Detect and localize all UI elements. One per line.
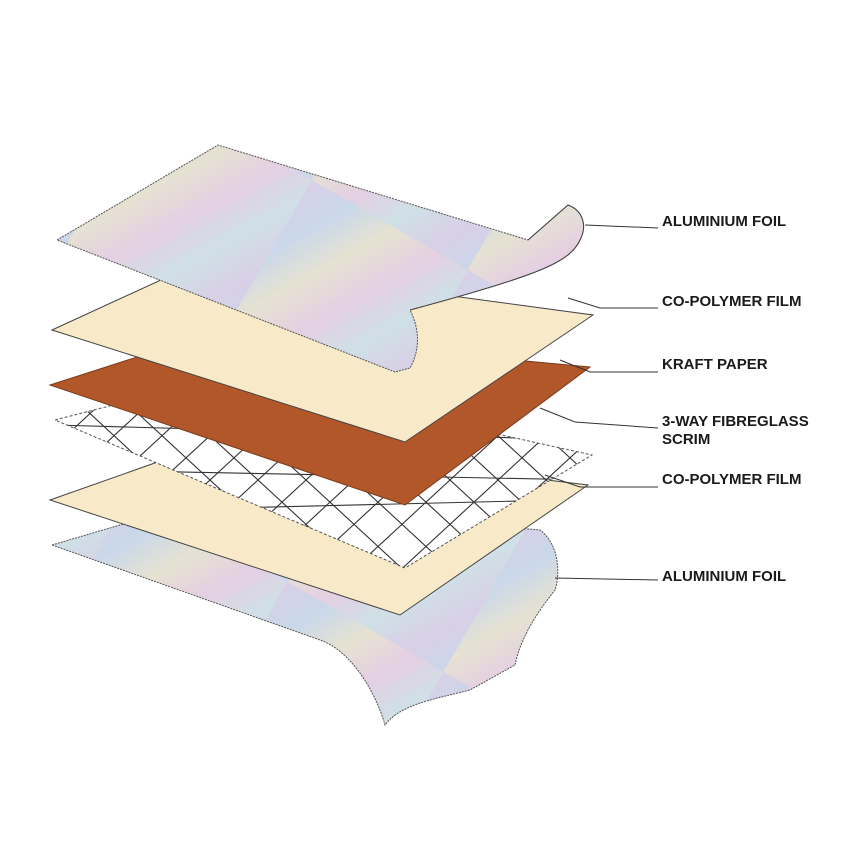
scrim-strand bbox=[0, 360, 52, 600]
label-fibreglass-scrim-line1: 3-WAY FIBREGLASS bbox=[662, 413, 809, 430]
scrim-strand bbox=[0, 360, 4, 600]
leader-lines bbox=[539, 224, 659, 581]
scrim-strand bbox=[0, 360, 52, 600]
scrim-strand bbox=[0, 360, 4, 600]
top-co-polymer-film-layer bbox=[50, 261, 595, 443]
label-top-aluminium-foil: ALUMINIUM FOIL bbox=[662, 213, 787, 230]
label-kraft-paper: KRAFT PAPER bbox=[662, 356, 768, 373]
label-top-co-polymer-film: CO-POLYMER FILM bbox=[662, 293, 802, 310]
label-bottom-co-polymer-film: CO-POLYMER FILM bbox=[662, 471, 802, 488]
label-bottom-aluminium-foil: ALUMINIUM FOIL bbox=[662, 568, 787, 585]
top-foil-curl bbox=[409, 204, 584, 311]
label-fibreglass-scrim-line2: SCRIM bbox=[662, 431, 711, 448]
